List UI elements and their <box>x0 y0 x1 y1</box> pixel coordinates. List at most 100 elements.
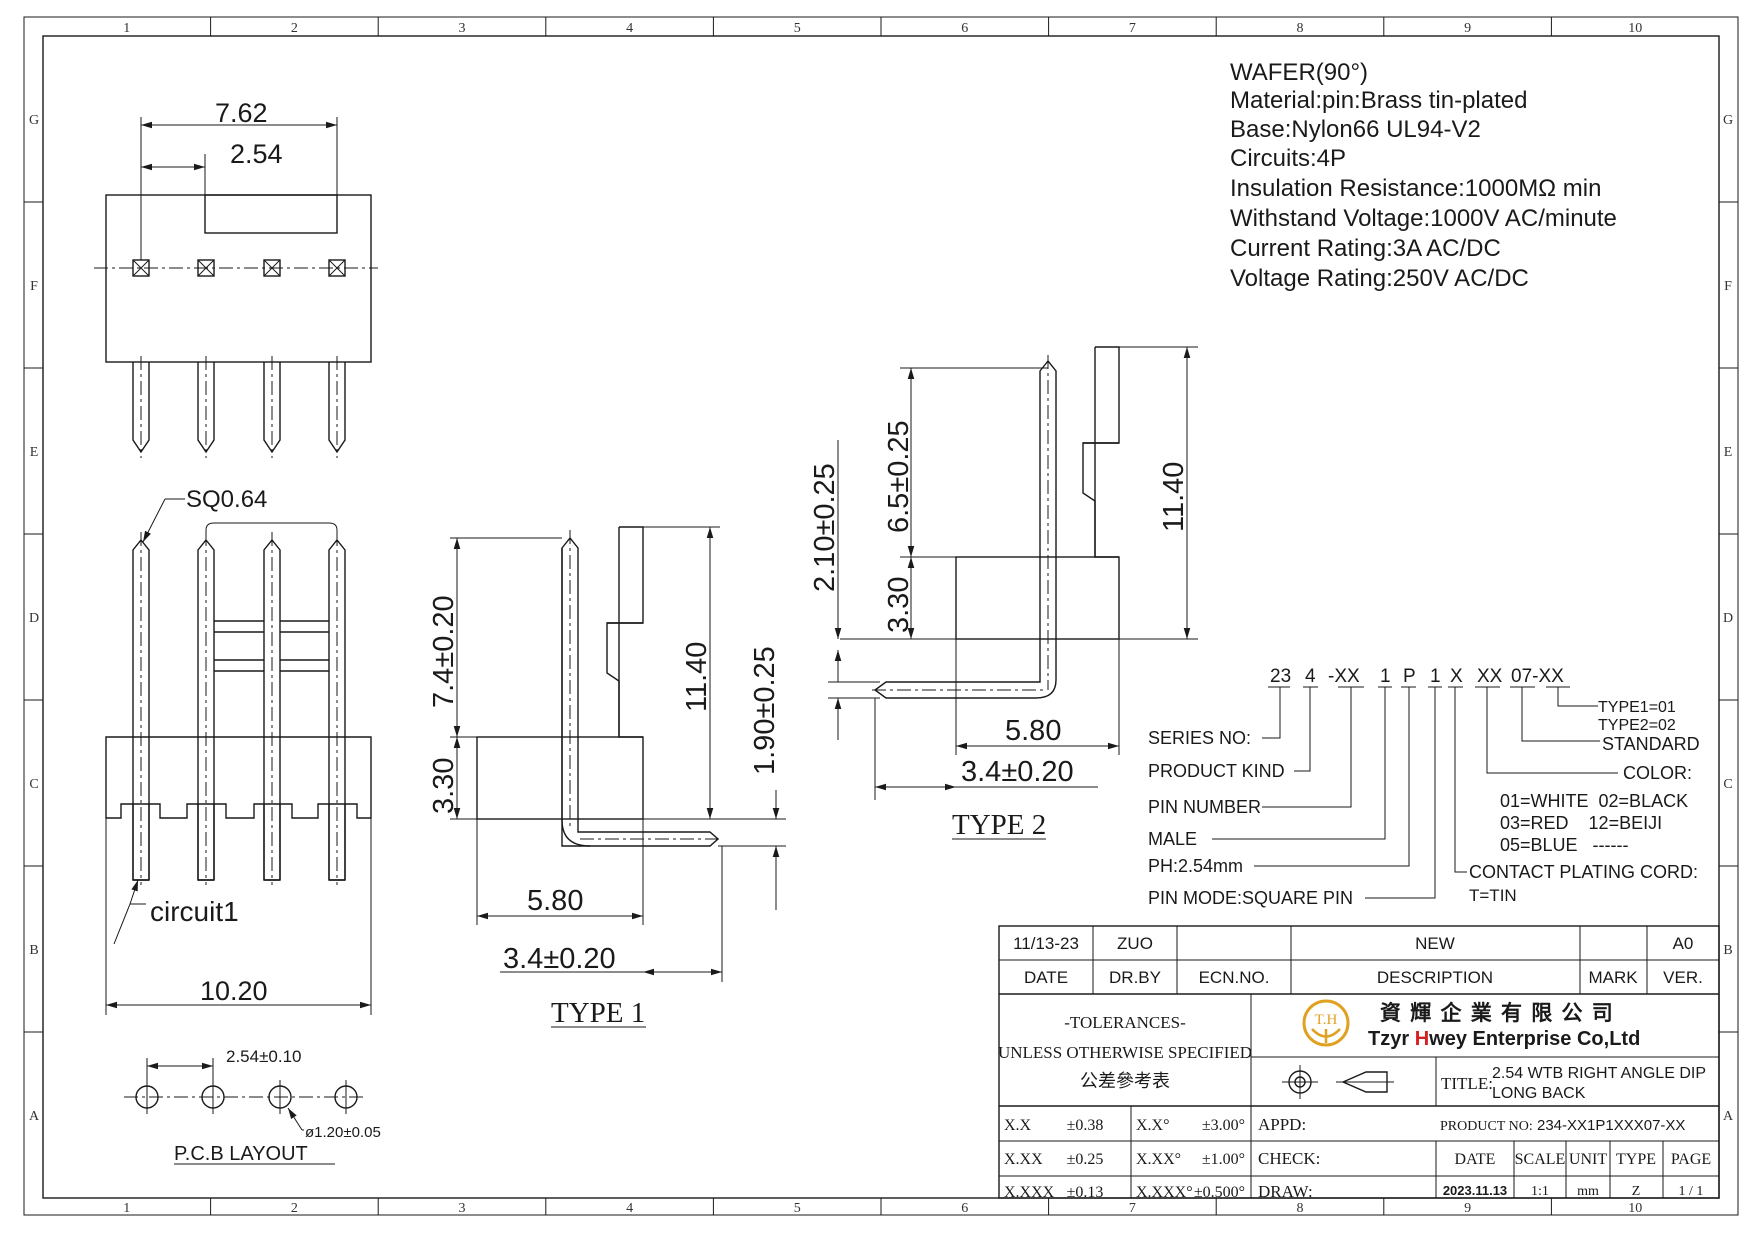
dim-2-54: 2.54 <box>230 139 283 169</box>
pcb-pitch: 2.54±0.10 <box>226 1047 302 1066</box>
code-seg: 23 <box>1270 666 1291 687</box>
pcb-hole: ø1.20±0.05 <box>305 1124 381 1141</box>
tolerance-cell: ±0.500° <box>1194 1184 1245 1201</box>
h2-unit: UNIT <box>1569 1151 1607 1168</box>
header-ver: VER. <box>1663 968 1703 987</box>
grid-label: 10 <box>1628 1201 1642 1216</box>
rev-by: ZUO <box>1117 934 1153 953</box>
code-seg: 1 <box>1430 666 1441 687</box>
grid-label: B <box>1723 943 1732 958</box>
pin-tails-top <box>132 356 346 458</box>
type2-label: TYPE 2 <box>952 809 1046 841</box>
sheet-border <box>23 16 1739 1216</box>
dim-7-62: 7.62 <box>215 98 268 128</box>
tolerance-cell: X.X° <box>1136 1117 1170 1134</box>
front-view: SQ0.64 circuit1 10.20 <box>105 486 372 1015</box>
code-seg: 1 <box>1380 666 1391 687</box>
h2-date: DATE <box>1455 1151 1496 1168</box>
callout-series: SERIES NO: <box>1148 728 1251 748</box>
tolerance-cell: X.XX° <box>1136 1151 1181 1168</box>
v-unit: mm <box>1577 1184 1599 1199</box>
grid-label: 9 <box>1464 21 1471 36</box>
header-date: DATE <box>1024 968 1068 987</box>
code-seg: -XX <box>1328 666 1360 687</box>
grid-label: A <box>1723 1109 1734 1124</box>
grid-label: C <box>29 777 38 792</box>
color-line: 03=RED 12=BEIJI <box>1500 813 1662 833</box>
tolerance-cell: X.X <box>1004 1117 1032 1134</box>
callout-standard: STANDARD <box>1602 734 1700 754</box>
rev-desc: NEW <box>1415 934 1455 953</box>
grid-label: D <box>1723 611 1733 626</box>
t2-dim-3-30: 3.30 <box>883 577 915 633</box>
spec-line: Voltage Rating:250V AC/DC <box>1230 265 1529 292</box>
dim-10-20: 10.20 <box>200 976 268 1006</box>
product-no: 234-XX1P1XXX07-XX <box>1537 1117 1685 1134</box>
svg-text:T.H: T.H <box>1315 1012 1338 1028</box>
t1-dim-3-30: 3.30 <box>428 758 460 814</box>
grid-label: 3 <box>459 21 466 36</box>
projection-symbol <box>1282 1065 1394 1099</box>
grid-label: 2 <box>291 21 298 36</box>
grid-label: 10 <box>1628 21 1642 36</box>
top-view: 7.62 2.54 <box>94 98 378 458</box>
t1-dim-3-4: 3.4±0.20 <box>503 943 616 975</box>
header-desc: DESCRIPTION <box>1377 968 1493 987</box>
t1-dim-11-40: 11.40 <box>681 642 713 712</box>
part-code: 23 4 -XX 1 P 1 X XX 07-XX <box>1148 666 1700 908</box>
spec-block: WAFER(90°) Material:pin:Brass tin-plated… <box>1230 59 1617 292</box>
code-seg: 4 <box>1305 666 1316 687</box>
housing-front <box>105 736 372 819</box>
t2-dim-11-40: 11.40 <box>1158 462 1190 532</box>
grid-label: F <box>1724 279 1732 294</box>
header-mark: MARK <box>1588 968 1638 987</box>
tol-unless: UNLESS OTHERWISE SPECIFIED <box>998 1043 1252 1062</box>
cross-bars <box>214 620 329 672</box>
housing-top <box>105 194 372 363</box>
t2-dim-3-4: 3.4±0.20 <box>961 756 1074 788</box>
title-line2: LONG BACK <box>1492 1085 1586 1102</box>
grid-label: 6 <box>961 1201 968 1216</box>
grid-label: 1 <box>123 21 130 36</box>
type2-housing <box>955 556 1120 640</box>
type1-label: TYPE 1 <box>551 997 645 1029</box>
t1-dim-1-90: 1.90±0.25 <box>749 646 781 775</box>
rev-date: 11/13-23 <box>1013 934 1079 953</box>
tolerance-cell: X.XX <box>1004 1151 1043 1168</box>
code-seg: XX <box>1477 666 1503 687</box>
code-seg: P <box>1403 666 1416 687</box>
company-en: Tzyr Hwey Enterprise Co,Ltd <box>1368 1028 1640 1050</box>
spec-line: Current Rating:3A AC/DC <box>1230 235 1501 262</box>
callout-plating-value: T=TIN <box>1469 886 1517 905</box>
spec-line: WAFER(90°) <box>1230 59 1368 86</box>
grid-label: 4 <box>626 1201 633 1216</box>
header-ecn: ECN.NO. <box>1199 968 1270 987</box>
pins-front <box>132 532 346 885</box>
grid-label: E <box>30 445 39 460</box>
type1-view: 7.4±0.20 3.30 11.40 1.90±0.25 5.80 3.4±0… <box>428 526 786 1029</box>
grid-label: 4 <box>626 21 633 36</box>
grid-label: 8 <box>1297 21 1304 36</box>
grid-label: 8 <box>1297 1201 1304 1216</box>
spec-line: Withstand Voltage:1000V AC/minute <box>1230 205 1617 232</box>
h2-page: PAGE <box>1671 1151 1711 1168</box>
spec-line: Base:Nylon66 UL94-V2 <box>1230 116 1481 143</box>
tolerance-cell: ±0.38 <box>1067 1117 1104 1134</box>
grid-label: F <box>30 279 38 294</box>
v-date: 2023.11.13 <box>1443 1183 1507 1198</box>
tolerance-cell: ±3.00° <box>1202 1117 1245 1134</box>
pcb-label: P.C.B LAYOUT <box>174 1143 308 1165</box>
appd-label: APPD: <box>1258 1115 1306 1134</box>
t2-dim-5-80: 5.80 <box>1005 715 1061 747</box>
callout-pin-number: PIN NUMBER <box>1148 797 1261 817</box>
callout-type2: TYPE2=02 <box>1598 717 1676 734</box>
title-label: TITLE: <box>1441 1074 1493 1093</box>
tolerance-cell: X.XXX <box>1004 1184 1055 1201</box>
grid-label: 9 <box>1464 1201 1471 1216</box>
company-logo: T.H <box>1302 999 1350 1047</box>
color-line: 05=BLUE ------ <box>1500 835 1629 855</box>
sq-label: SQ0.64 <box>186 486 267 513</box>
grid-label: 5 <box>794 21 801 36</box>
